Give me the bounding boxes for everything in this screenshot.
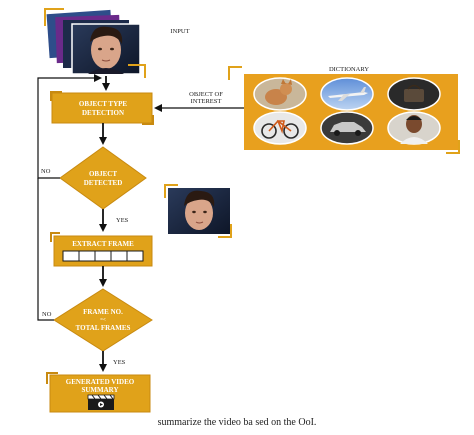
frame-strip [62,250,144,262]
input-frames-stack [44,8,146,78]
generated-summary-label-2: SUMMARY [81,386,118,394]
frame-no-label-1: FRAME NO. [83,308,123,316]
input-face-image [88,26,124,74]
detected-face-thumbnail [164,184,232,238]
no-label-2: NO [42,311,52,318]
dictionary-label: DICTIONARY [329,66,369,73]
object-type-detection-box [50,91,154,125]
no-loop-frame-check [37,178,54,321]
generated-summary-box [46,372,151,413]
yes-label-1: YES [116,217,129,224]
object-of-interest-label-2: INTEREST [191,98,222,105]
object-detected-label-2: DETECTED [84,179,123,187]
extract-frame-label: EXTRACT FRAME [72,240,134,248]
generated-summary-label-1: GENERATED VIDEO [66,378,135,386]
dictionary-bag [387,77,441,111]
object-detected-label-1: OBJECT [89,170,117,178]
frame-no-label-2: =< [100,318,106,323]
yes-label-2: YES [113,359,126,366]
object-of-interest-label-1: OBJECT OF [189,91,223,98]
dictionary-airplane [320,77,374,111]
video-clapper-icon [87,394,115,410]
dictionary-person [387,111,441,145]
object-detected-decision [59,146,147,210]
object-type-detection-label-1: OBJECT TYPE [79,100,128,108]
no-label-1: NO [41,168,51,175]
dictionary-bicycle [253,111,307,145]
no-loop-object-detected [37,74,102,179]
dictionary-car [320,111,374,145]
frame-no-label-3: TOTAL FRAMES [76,324,131,332]
object-type-detection-label-2: DETECTION [82,109,124,117]
input-label: INPUT [170,28,189,35]
dictionary-cat [253,77,307,111]
extract-frame-box [50,232,153,267]
figure-caption: summarize the video ba sed on the OoI. [157,417,317,428]
